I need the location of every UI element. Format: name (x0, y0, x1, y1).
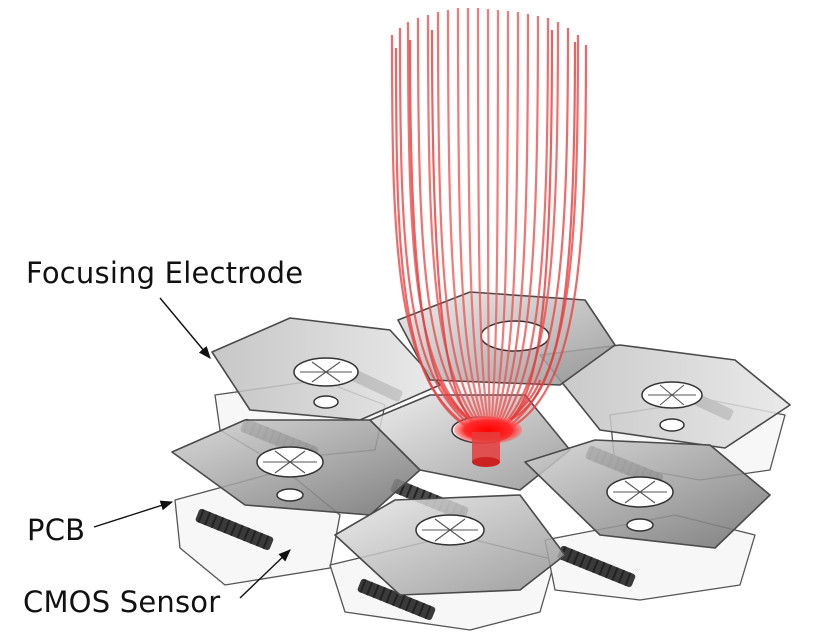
electrode-aperture (293, 357, 359, 387)
electrode-aperture (415, 514, 485, 546)
pcb-label: PCB (27, 513, 86, 547)
electron-beam (390, 7, 588, 434)
focusing-electrode-label: Focusing Electrode (26, 256, 304, 290)
small-hole (313, 395, 339, 409)
electrode-aperture (256, 446, 324, 478)
leader-arrows (93, 297, 291, 599)
beam-focus-spot (454, 416, 522, 467)
small-hole (659, 418, 685, 432)
arrow-focusing-electrode (159, 297, 211, 359)
arrow-cmos-sensor (239, 549, 291, 599)
arrow-pcb (93, 500, 174, 528)
cmos-sensor-label: CMOS Sensor (23, 585, 221, 619)
beam-column-base (472, 457, 500, 467)
small-hole (626, 518, 654, 532)
cmos-sensor (357, 578, 436, 621)
electrode-aperture (606, 476, 674, 508)
small-hole (276, 488, 304, 502)
cmos-sensor (195, 508, 274, 551)
electrode-aperture (641, 381, 703, 409)
